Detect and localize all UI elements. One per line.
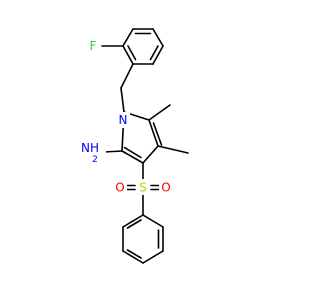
sulfur-atom: S (136, 179, 150, 195)
structure-canvas: F N NH 2 S O O (80, 28, 189, 264)
c-nh2-bond (103, 150, 123, 153)
fluorophenyl-ring (122, 28, 164, 65)
amine-label: NH (81, 141, 99, 155)
oxygen-left-atom: O (113, 179, 127, 195)
benzyl-bond (120, 63, 134, 89)
svg-text:O: O (115, 181, 124, 195)
amine-subscript: 2 (92, 155, 98, 165)
fluorine-atom: F (86, 38, 100, 54)
oxygen-right-atom: O (159, 179, 173, 195)
svg-text:F: F (90, 39, 97, 53)
phenyl-ring (122, 214, 164, 264)
molecule-drawing: F N NH 2 S O O (80, 28, 189, 264)
methyl-bond-upper (148, 104, 171, 121)
svg-text:O: O (161, 181, 170, 195)
svg-text:N: N (119, 113, 128, 127)
amine-group: NH 2 (80, 141, 106, 165)
ch2-n-bond (120, 87, 125, 113)
svg-text:S: S (139, 181, 147, 195)
methyl-bond-lower (157, 145, 189, 154)
nitrogen-ring-atom: N (116, 112, 130, 128)
